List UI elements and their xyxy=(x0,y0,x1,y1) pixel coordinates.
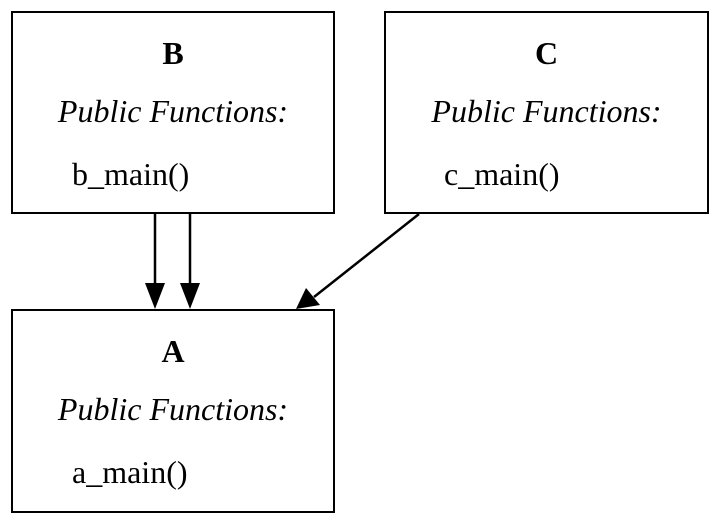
edge-c-to-a xyxy=(296,213,420,309)
node-b-title: B xyxy=(162,35,184,71)
node-b-section-label: Public Functions: xyxy=(57,93,289,129)
node-b-function: b_main() xyxy=(72,156,190,192)
class-node-b: B Public Functions: b_main() xyxy=(11,11,335,214)
node-c-title: C xyxy=(534,35,559,71)
class-node-a: A Public Functions: a_main() xyxy=(11,309,335,513)
node-a-title: A xyxy=(161,333,185,369)
node-a-function: a_main() xyxy=(72,454,188,490)
node-c-function: c_main() xyxy=(444,156,560,192)
edge-b-to-a-left xyxy=(145,214,165,309)
node-a-section-label: Public Functions: xyxy=(57,391,289,427)
class-node-c: C Public Functions: c_main() xyxy=(384,11,709,214)
node-c-section-label: Public Functions: xyxy=(431,93,662,129)
edge-b-to-a-right xyxy=(180,214,200,309)
